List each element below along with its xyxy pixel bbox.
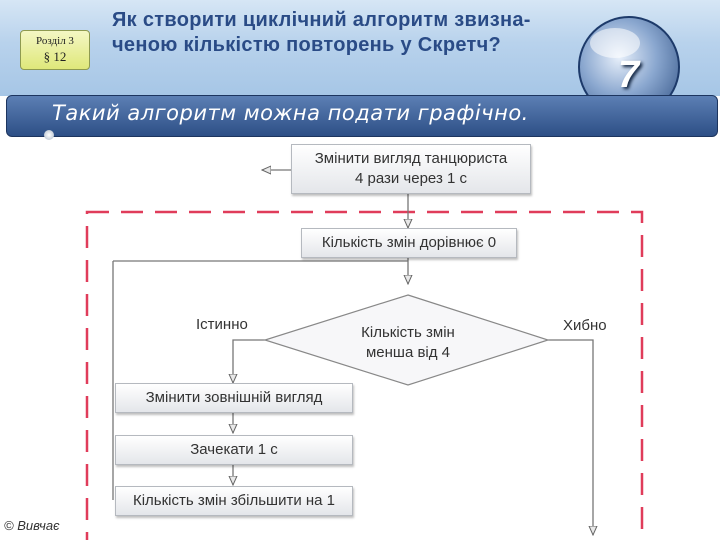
decorative-ring-icon <box>44 130 54 140</box>
true-label: Істинно <box>196 316 248 333</box>
title-line-2: ченою кількістю повторень у Скретч? <box>112 34 502 56</box>
init-block: Кількість змін дорівнює 0 <box>301 228 517 258</box>
footer-copyright: © Вивчає <box>4 518 60 533</box>
false-label: Хибно <box>563 317 607 334</box>
paragraph-label: § 12 <box>43 49 67 64</box>
start-line-1: Змінити вигляд танцюриста <box>314 150 508 167</box>
start-line-2: 4 рази через 1 с <box>354 170 468 187</box>
step-increment: Кількість змін збільшити на 1 <box>115 486 353 516</box>
condition-line-1: Кількість змін <box>361 324 455 341</box>
condition-line-2: менша від 4 <box>365 344 451 361</box>
page-title: Як створити циклічний алгоритм звизна- ч… <box>112 8 572 58</box>
condition-text: Кількість змін менша від 4 <box>330 323 486 363</box>
section-badge: Розділ 3 § 12 <box>20 30 90 70</box>
subtitle-text: Такий алгоритм можна подати графічно. <box>52 101 529 125</box>
section-label: Розділ 3 <box>36 35 74 47</box>
loop-frame <box>85 210 644 540</box>
title-line-1: Як створити циклічний алгоритм звизна- <box>112 9 531 31</box>
condition-diamond <box>263 294 550 386</box>
start-block: Змінити вигляд танцюриста 4 рази через 1… <box>291 144 531 194</box>
grade-number: 7 <box>618 54 640 96</box>
step-change-look: Змінити зовнішній вигляд <box>115 383 353 413</box>
step-wait: Зачекати 1 с <box>115 435 353 465</box>
subtitle-bar <box>6 95 718 137</box>
